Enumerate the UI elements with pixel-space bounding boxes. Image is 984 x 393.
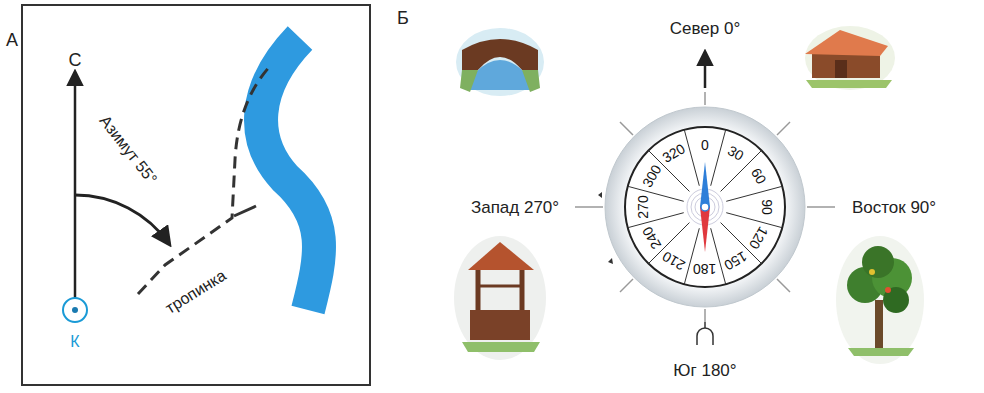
trail-spur xyxy=(234,206,256,216)
dial-number: 180 xyxy=(693,262,716,276)
compass-dial xyxy=(625,127,785,287)
river xyxy=(261,38,319,310)
azimuth-arc xyxy=(75,195,169,244)
well-picture xyxy=(454,236,546,360)
dial-number: 90 xyxy=(760,199,774,215)
dial-number: 0 xyxy=(701,138,709,152)
house-picture xyxy=(805,26,895,90)
point-label: К xyxy=(70,334,79,350)
trail-label: тропинка xyxy=(163,267,229,317)
point-dot xyxy=(72,307,78,313)
dial-number: 210 xyxy=(660,249,687,273)
dial-number: 270 xyxy=(636,195,650,218)
needle-south xyxy=(700,207,710,252)
dial-number: 240 xyxy=(639,224,663,251)
point-marker xyxy=(63,298,87,322)
azimuth-label: Азимут 55° xyxy=(96,113,159,188)
direction-label: Юг 180° xyxy=(673,362,736,379)
south-symbol xyxy=(697,328,713,345)
dial-number: 120 xyxy=(747,224,771,251)
bridge-picture xyxy=(456,28,544,96)
direction-label: Запад 270° xyxy=(471,199,559,216)
north-letter: С xyxy=(69,51,82,69)
dial-number: 30 xyxy=(726,143,746,163)
north-arrow xyxy=(74,72,77,298)
bezel-marks xyxy=(598,192,613,264)
panel-letter: А xyxy=(6,31,18,49)
dial-number: 320 xyxy=(660,141,687,165)
dial-number: 150 xyxy=(722,249,749,273)
trail xyxy=(138,64,272,294)
tree-picture xyxy=(836,236,924,364)
needle-north xyxy=(700,162,710,207)
dial-spokes xyxy=(628,130,783,285)
panel-letter: Б xyxy=(397,9,409,27)
panel-frame xyxy=(22,5,370,385)
direction-label: Север 0° xyxy=(670,20,740,37)
direction-ticks xyxy=(575,92,835,322)
dial-number: 60 xyxy=(749,166,769,186)
dial-number: 300 xyxy=(639,162,663,189)
direction-label: Восток 90° xyxy=(852,199,936,216)
compass-bezel xyxy=(605,107,805,307)
north-arrow xyxy=(704,52,707,88)
